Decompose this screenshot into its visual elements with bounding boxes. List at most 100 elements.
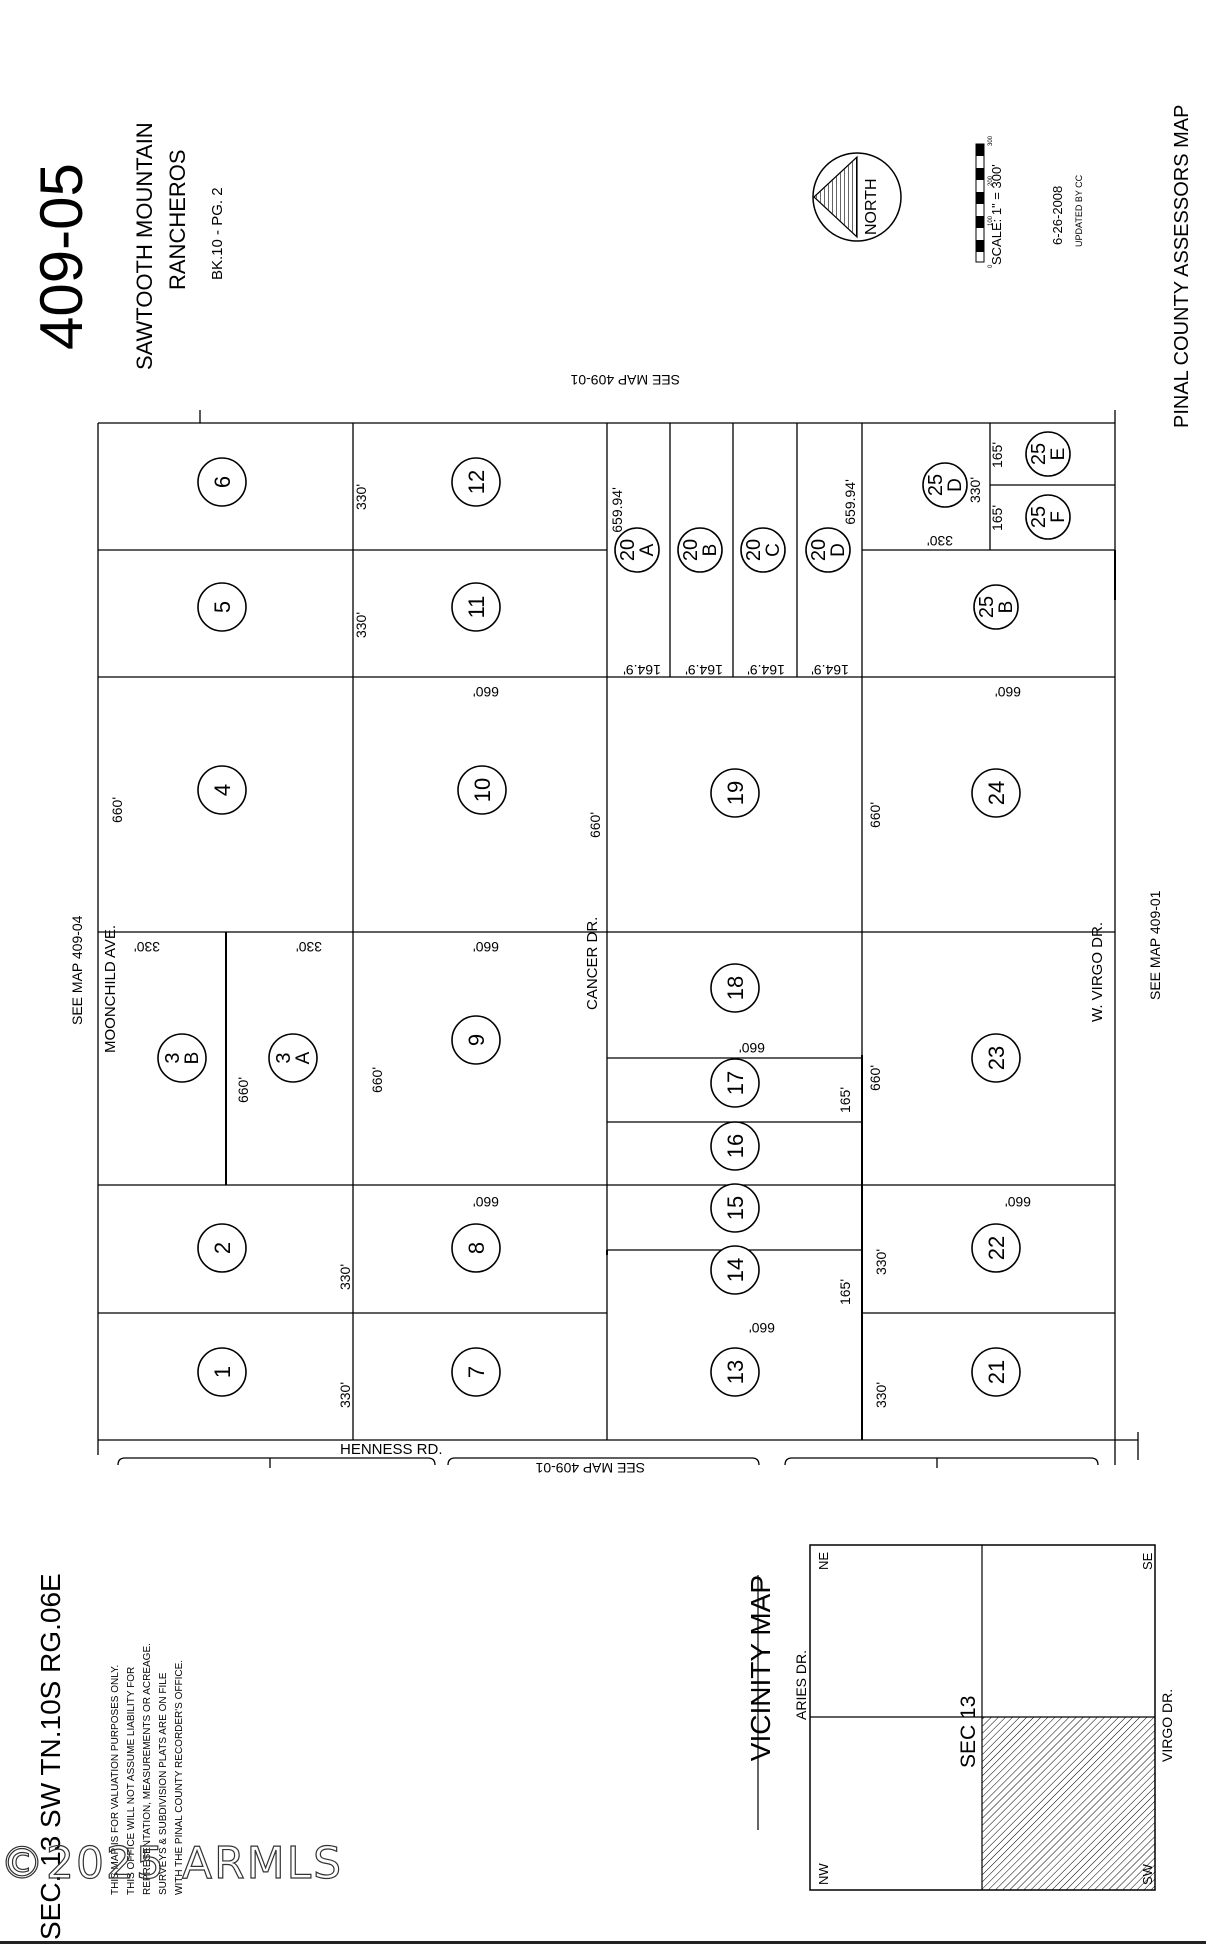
dimension-label: 330' (927, 533, 953, 549)
disclaimer-line: REPRESENTATION, MEASUREMENTS OR ACREAGE. (142, 1643, 153, 1895)
lot-11-marker: 11 (451, 582, 501, 632)
vicinity-aries-dr: ARIES DR. (793, 1650, 809, 1720)
lot-17-number: 17 (723, 1071, 748, 1095)
lot-3a-marker: 3A (268, 1033, 318, 1083)
lot-17-circle (710, 1058, 760, 1108)
dimension-label: 330' (337, 1264, 353, 1290)
lot-20d-marker: 20D (805, 527, 851, 573)
scale-tick-0: 0 (988, 264, 994, 268)
dimension-label: 659.94' (842, 479, 858, 525)
lot-19-marker: 19 (710, 768, 760, 818)
lot-24-number: 24 (984, 781, 1009, 805)
dimension-label: 660' (867, 802, 883, 828)
lot-12-number: 12 (464, 470, 489, 494)
lot-25d-marker: 25D (922, 462, 968, 508)
lot-3a-number: 3 (273, 1052, 295, 1063)
lot-12-marker: 12 (451, 457, 501, 507)
lot-3b-circle (157, 1033, 207, 1083)
lot-21-circle (971, 1347, 1021, 1397)
lot-13-number: 13 (723, 1360, 748, 1384)
vicinity-map: VICINITY MAP SEC 13 ARIES DR. VIRGO DR. … (745, 1544, 1175, 1891)
lot-4-marker: 4 (197, 765, 247, 815)
lot-20a-circle (614, 527, 660, 573)
lot-19-number: 19 (723, 781, 748, 805)
lot-15-circle (710, 1183, 760, 1233)
subdivision-name-line1: SAWTOOTH MOUNTAIN (132, 122, 157, 370)
lot-25e-marker: 25E (1025, 431, 1071, 477)
lot-19-circle (710, 768, 760, 818)
lot-2-circle (197, 1223, 247, 1273)
dimension-label: 660' (109, 797, 125, 823)
dimension-label: 660' (369, 1067, 385, 1093)
vicinity-nw: NW (816, 1863, 831, 1885)
lot-14-number: 14 (723, 1258, 748, 1282)
lot-15-number: 15 (723, 1196, 748, 1220)
lot-5-marker: 5 (197, 582, 247, 632)
lot-16-circle (710, 1121, 760, 1171)
lot-25b-circle (973, 584, 1019, 630)
lot-3a-circle (268, 1033, 318, 1083)
lot-10-marker: 10 (457, 765, 507, 815)
lot-16-number: 16 (723, 1134, 748, 1158)
lot-1-number: 1 (210, 1366, 235, 1378)
watermark: ©2025 ARMLS (0, 1838, 343, 1889)
lot-7-circle (451, 1347, 501, 1397)
lot-17-marker: 17 (710, 1058, 760, 1108)
lot-10-circle (457, 765, 507, 815)
lot-3a-letter: A (293, 1051, 314, 1064)
dimension-label: 165' (837, 1087, 853, 1113)
lot-20d-number: 20 (808, 539, 830, 561)
lot-7-marker: 7 (451, 1347, 501, 1397)
vicinity-virgo-dr: VIRGO DR. (1159, 1689, 1175, 1762)
lot-2-marker: 2 (197, 1223, 247, 1273)
lot-18-circle (710, 963, 760, 1013)
dimension-label: 165' (989, 442, 1005, 468)
lot-25e-circle (1025, 431, 1071, 477)
dimension-label: 660' (749, 1320, 775, 1336)
lot-25d-circle (922, 462, 968, 508)
lot-25b-letter: B (996, 601, 1017, 614)
disclaimer-line: SURVEYS & SUBDIVISION PLATS ARE ON FILE (158, 1672, 169, 1895)
lot-20b-marker: 20B (677, 527, 723, 573)
dimension-label: 330' (353, 612, 369, 638)
lot-3b-letter: B (182, 1052, 203, 1065)
lot-25e-letter: E (1048, 448, 1069, 461)
lot-23-number: 23 (984, 1046, 1009, 1070)
vicinity-title: VICINITY MAP (745, 1575, 776, 1761)
dimension-label: 659.94' (609, 487, 625, 533)
lot-20d-circle (805, 527, 851, 573)
lot-22-number: 22 (984, 1236, 1009, 1260)
dimension-label: 660' (995, 684, 1021, 700)
lot-15-marker: 15 (710, 1183, 760, 1233)
dimension-label: 660' (235, 1077, 251, 1103)
dimension-label: 330' (873, 1382, 889, 1408)
lot-24-circle (971, 768, 1021, 818)
vicinity-ne: NE (816, 1552, 831, 1570)
dimension-label: 330' (873, 1249, 889, 1275)
dimension-label: 164.9' (747, 662, 785, 678)
disclaimer-line: THIS MAP IS FOR VALUATION PURPOSES ONLY. (110, 1665, 121, 1895)
vicinity-sec13: SEC 13 (957, 1696, 980, 1768)
lot-9-marker: 9 (451, 1015, 501, 1065)
section-label: SEC. 13 SW TN.10S RG.06E (35, 1573, 66, 1940)
lot-4-number: 4 (210, 784, 235, 796)
lot-20c-number: 20 (743, 539, 765, 561)
lot-12-circle (451, 457, 501, 507)
assessor-title: PINAL COUNTY ASSESSORS MAP (1171, 105, 1193, 428)
lot-20a-letter: A (637, 543, 658, 556)
lot-14-circle (710, 1245, 760, 1295)
lot-14-marker: 14 (710, 1245, 760, 1295)
lot-9-circle (451, 1015, 501, 1065)
dimension-label: 660' (473, 684, 499, 700)
lot-7-number: 7 (464, 1366, 489, 1378)
lot-2-number: 2 (210, 1242, 235, 1254)
updated-by: UPDATED BY CC (1074, 174, 1084, 247)
see-map-bottom: SEE MAP 409-01 (535, 1460, 645, 1476)
lot-10-number: 10 (470, 778, 495, 802)
lot-18-number: 18 (723, 976, 748, 1000)
dimension-label: 330' (353, 484, 369, 510)
lot-25b-number: 25 (976, 596, 998, 618)
dimension-label: 330' (337, 1382, 353, 1408)
lot-8-number: 8 (464, 1242, 489, 1254)
disclaimer: THIS MAP IS FOR VALUATION PURPOSES ONLY.… (110, 1643, 185, 1895)
